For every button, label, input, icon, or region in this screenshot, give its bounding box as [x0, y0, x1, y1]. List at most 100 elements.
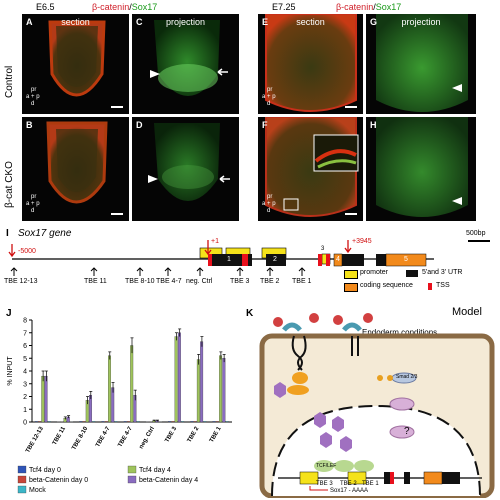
bar	[222, 358, 226, 423]
axis-d: d	[267, 101, 271, 107]
y-tick-label: 8	[23, 318, 27, 325]
panel-letter: I	[6, 228, 9, 239]
stage-label-right: E7.25	[272, 2, 296, 12]
row-label-control: Control	[4, 65, 15, 98]
model-title: Model	[452, 306, 482, 318]
scale-bar	[111, 213, 123, 215]
smad-label: Smad 2/3	[396, 374, 418, 380]
exon-label: 5	[404, 256, 408, 263]
axis-p: p	[272, 94, 276, 100]
tbe-label: TBE 8-10	[125, 278, 155, 285]
bar	[104, 421, 108, 423]
legend-label: TSS	[436, 282, 450, 289]
bar	[126, 421, 130, 423]
exon-label: 4	[336, 256, 340, 263]
bar	[47, 421, 51, 423]
pos-start-label: -5000	[18, 248, 36, 255]
axis-indicator: pr a + p d	[26, 87, 40, 108]
bar	[41, 375, 45, 423]
bar	[171, 421, 175, 423]
scale-bar	[345, 213, 357, 215]
panel-letter: B	[26, 120, 33, 130]
bar	[82, 421, 86, 423]
pos-plus1-label: +1	[211, 238, 219, 245]
bar	[44, 375, 48, 423]
model-tbe-label: TBE 2	[340, 481, 357, 487]
bar	[114, 421, 118, 423]
model-tbe-label: TBE 3	[316, 481, 333, 487]
tbe-label: TBE 11	[84, 278, 107, 285]
legend-label: Tcf4 day 0	[29, 467, 61, 474]
axis-ap: a + p	[262, 94, 276, 100]
exon-label: 1	[227, 256, 231, 263]
marker-sep: /	[129, 2, 132, 12]
marker-green-label: Sox17	[375, 2, 402, 12]
legend-swatch	[428, 283, 432, 290]
tbe-label: TBE 1	[292, 278, 312, 285]
axis-pr: pr	[31, 194, 37, 200]
panel-h-image: H	[366, 117, 476, 221]
embryo-section-image	[265, 14, 357, 112]
marker-legend-left: β-catenin/Sox17	[92, 2, 157, 12]
axis-ap: a + p	[262, 201, 276, 207]
model-subtitle: Endoderm conditions	[362, 328, 438, 337]
gene-legend: promoter 5'and 3' UTR coding sequence TS…	[344, 269, 494, 296]
exon-label: 3	[321, 246, 325, 252]
bar	[168, 421, 172, 423]
panel-title: projection	[165, 17, 206, 27]
legend-swatch	[406, 270, 418, 277]
axis-ap: a + p	[26, 94, 40, 100]
bar	[219, 355, 223, 423]
stage-label-left: E6.5	[36, 2, 55, 12]
x-tick-label: TBE 3	[164, 425, 178, 443]
legend-swatch	[17, 465, 27, 474]
bar	[215, 421, 219, 423]
legend-swatch	[17, 475, 27, 484]
panel-title: section	[61, 17, 90, 27]
x-tick-label: TBE 11	[52, 425, 68, 446]
marker-red-label: β-catenin	[336, 2, 374, 12]
bar	[123, 421, 127, 423]
bar	[193, 421, 197, 423]
y-tick-label: 7	[23, 330, 27, 337]
bar	[101, 421, 105, 423]
panel-b-image: B pr a + p d	[22, 117, 129, 221]
gene-title: Sox17 gene	[18, 228, 72, 239]
x-tick-label: TBE 8-10	[71, 425, 89, 451]
y-axis-label: % INPUT	[7, 356, 14, 386]
legend-label: beta-Catenin day 4	[139, 477, 198, 484]
bar	[38, 421, 42, 423]
bar	[130, 345, 134, 423]
y-tick-label: 1	[23, 407, 27, 414]
model-diagram	[259, 313, 495, 498]
bar	[92, 421, 96, 423]
bar	[190, 421, 194, 423]
bar	[79, 421, 83, 423]
panel-c-image: C projection	[132, 14, 239, 114]
bar	[34, 421, 38, 423]
axis-indicator: pr a + p d	[262, 194, 276, 215]
axis-ap: a + p	[26, 201, 40, 207]
bar	[174, 336, 178, 423]
marker-legend-right: β-catenin/Sox17	[336, 2, 401, 12]
bar	[212, 421, 216, 423]
tbe-label: TBE 2	[260, 278, 280, 285]
legend-label: Tcf4 day 4	[139, 467, 171, 474]
panel-letter: H	[370, 120, 377, 130]
legend-label: promoter	[360, 269, 389, 276]
legend-swatch	[344, 270, 358, 279]
gene-diagram	[8, 240, 434, 276]
marker-red-label: β-catenin	[92, 2, 130, 12]
axis-p: p	[36, 201, 40, 207]
panel-letter: C	[136, 17, 143, 27]
y-tick-label: 5	[23, 356, 27, 363]
panel-title: section	[296, 17, 325, 27]
tbe-label: TBE 12-13	[4, 278, 38, 285]
scale-label: 500bp	[466, 230, 486, 237]
bar	[89, 395, 92, 423]
panel-letter: K	[246, 308, 254, 319]
marker-green-label: Sox17	[131, 2, 158, 12]
tcf-label: TCF/LEF	[316, 463, 337, 469]
model-panel: K Model Endoderm conditions	[244, 306, 498, 498]
